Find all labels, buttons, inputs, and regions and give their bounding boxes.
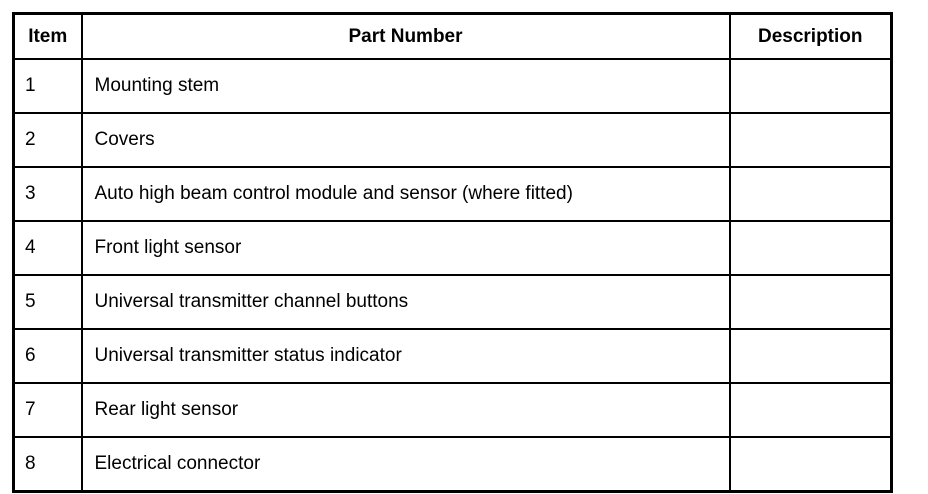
cell-part-number: Covers [80, 112, 731, 168]
cell-item-number: 4 [12, 220, 83, 276]
cell-part-number: Auto high beam control module and sensor… [80, 166, 731, 222]
table-header-row: Item Part Number Description [12, 12, 893, 60]
cell-part-number: Universal transmitter channel buttons [80, 274, 731, 330]
cell-part-number: Mounting stem [80, 58, 731, 114]
cell-part-number: Universal transmitter status indicator [80, 328, 731, 384]
cell-item-number: 8 [12, 436, 83, 493]
cell-item-number: 6 [12, 328, 83, 384]
cell-description [728, 166, 893, 222]
cell-item-number: 1 [12, 58, 83, 114]
cell-part-number: Front light sensor [80, 220, 731, 276]
cell-description [728, 328, 893, 384]
cell-description [728, 58, 893, 114]
cell-item-number: 2 [12, 112, 83, 168]
cell-description [728, 436, 893, 493]
cell-description [728, 220, 893, 276]
header-part-number: Part Number [80, 12, 731, 60]
cell-item-number: 5 [12, 274, 83, 330]
cell-part-number: Electrical connector [80, 436, 731, 493]
cell-description [728, 112, 893, 168]
cell-part-number: Rear light sensor [80, 382, 731, 438]
cell-item-number: 3 [12, 166, 83, 222]
cell-description [728, 382, 893, 438]
cell-item-number: 7 [12, 382, 83, 438]
cell-description [728, 274, 893, 330]
header-item: Item [12, 12, 83, 60]
header-description: Description [728, 12, 893, 60]
